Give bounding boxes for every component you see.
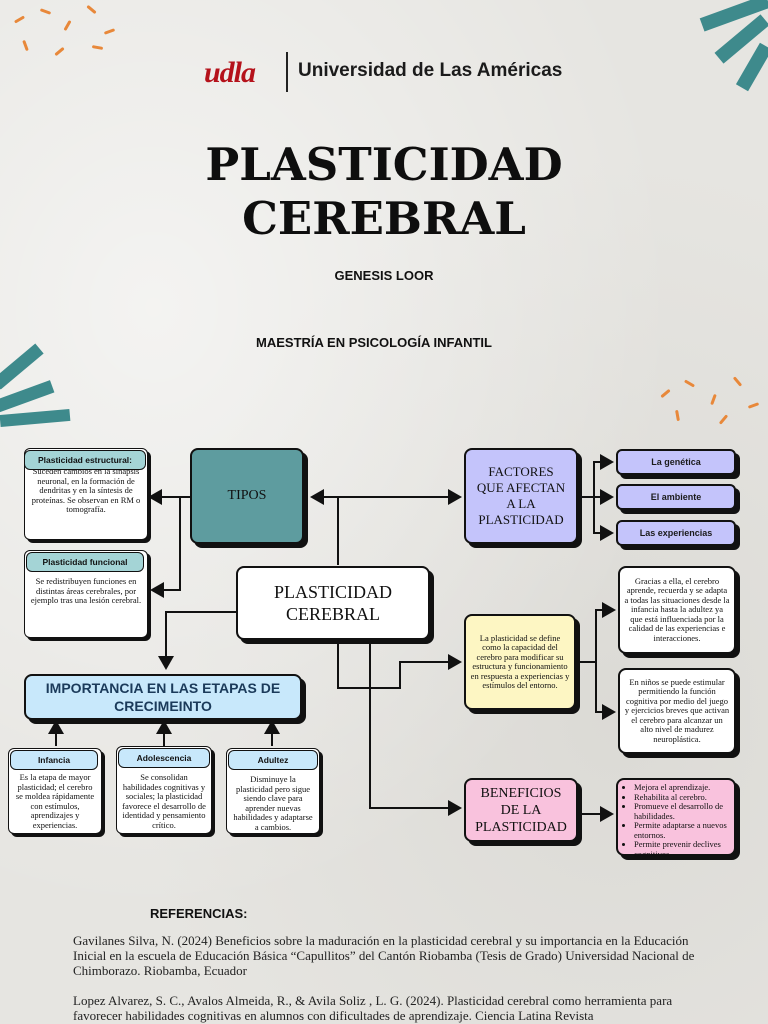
center-label: PLASTICIDAD CEREBRAL bbox=[273, 582, 392, 624]
benefit-item: Mejora el aprendizaje. bbox=[634, 782, 730, 793]
benefit-item: Permite prevenir declives cognitivos. bbox=[634, 839, 730, 859]
factor-genetica-label: La genética bbox=[651, 457, 701, 467]
detail-box-children: En niños se puede estimular permitiendo … bbox=[618, 668, 736, 754]
university-logo-mark: udla bbox=[204, 56, 256, 89]
stage-adolescencia-text: Se consolidan habilidades cognitivas y s… bbox=[122, 772, 206, 830]
page-title: PLASTICIDAD CEREBRAL bbox=[0, 138, 768, 246]
functional-plasticity-text: Se redistribuyen funciones en distintas … bbox=[30, 576, 142, 605]
etapas-label: IMPORTANCIA EN LAS ETAPAS DE CRECIMEINTO bbox=[45, 680, 281, 714]
tipos-label: TIPOS bbox=[227, 488, 267, 503]
benefit-item: Rehabilita al cerebro. bbox=[634, 792, 730, 803]
factor-experiencias: Las experiencias bbox=[616, 520, 736, 546]
etapas-box: IMPORTANCIA EN LAS ETAPAS DE CRECIMEINTO bbox=[24, 674, 302, 720]
detail-children-text: En niños se puede estimular permitiendo … bbox=[624, 676, 730, 744]
benefit-item: Permite adaptarse a nuevos entornos. bbox=[634, 820, 730, 840]
structural-plasticity-text: Suceden cambios en la sinapsis neuronal,… bbox=[31, 466, 141, 514]
beneficios-label: BENEFICIOS DE LA PLASTICIDAD bbox=[475, 785, 567, 835]
functional-plasticity-title: Plasticidad funcional bbox=[26, 552, 144, 572]
stage-infancia-title: Infancia bbox=[10, 750, 98, 770]
benefit-item: Promueve el desarrollo de habilidades. bbox=[634, 801, 730, 821]
factor-genetica: La genética bbox=[616, 449, 736, 475]
stage-adolescencia-title: Adolescencia bbox=[118, 748, 210, 768]
tipos-box: TIPOS bbox=[190, 448, 304, 544]
stage-infancia-text: Es la etapa de mayor plasticidad; el cer… bbox=[15, 772, 95, 830]
logo-divider bbox=[286, 52, 288, 92]
factor-ambiente-label: El ambiente bbox=[650, 492, 702, 502]
beneficios-list-box: Mejora el aprendizaje. Rehabilita al cer… bbox=[616, 778, 736, 859]
stage-adultez-title: Adultez bbox=[228, 750, 318, 770]
reference-item: Gavilanes Silva, N. (2024) Beneficios so… bbox=[73, 933, 695, 978]
structural-plasticity-title: Plasticidad estructural: bbox=[24, 450, 146, 470]
factores-box: FACTORES QUE AFECTAN A LA PLASTICIDAD bbox=[464, 448, 578, 544]
definition-box: La plasticidad se define como la capacid… bbox=[464, 614, 576, 710]
author-name: GENESIS LOOR bbox=[334, 268, 434, 283]
stage-adultez-text: Disminuye la plasticidad pero sigue sien… bbox=[233, 774, 313, 832]
title-line-1: PLASTICIDAD bbox=[205, 138, 563, 191]
definition-text: La plasticidad se define como la capacid… bbox=[470, 632, 570, 690]
factor-experiencias-label: Las experiencias bbox=[639, 528, 713, 538]
detail-learning-text: Gracias a ella, el cerebro aprende, recu… bbox=[624, 575, 730, 643]
detail-box-learning: Gracias a ella, el cerebro aprende, recu… bbox=[618, 566, 736, 654]
center-plasticidad-box: PLASTICIDAD CEREBRAL bbox=[236, 566, 430, 640]
reference-item: Lopez Alvarez, S. C., Avalos Almeida, R.… bbox=[73, 993, 673, 1023]
university-name: Universidad de Las Américas bbox=[298, 60, 563, 81]
factor-ambiente: El ambiente bbox=[616, 484, 736, 510]
references-heading: REFERENCIAS: bbox=[150, 906, 248, 921]
program-name: MAESTRÍA EN PSICOLOGÍA INFANTIL bbox=[256, 335, 492, 350]
beneficios-box: BENEFICIOS DE LA PLASTICIDAD bbox=[464, 778, 578, 842]
beneficios-list: Mejora el aprendizaje. Rehabilita al cer… bbox=[622, 782, 730, 859]
factores-label: FACTORES QUE AFECTAN A LA PLASTICIDAD bbox=[476, 464, 566, 527]
title-line-2: CEREBRAL bbox=[242, 192, 526, 245]
